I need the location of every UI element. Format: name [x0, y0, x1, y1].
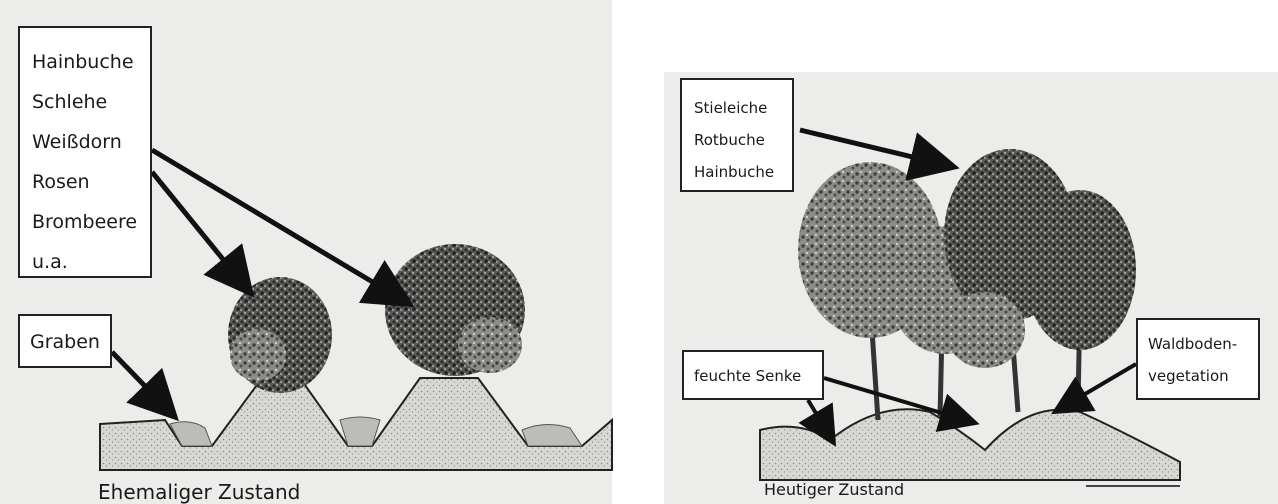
species-label: Hainbuche [694, 156, 792, 188]
left-shrub-1 [228, 277, 332, 393]
current-state-landscape [760, 130, 1180, 486]
ground-vegetation-label-box: Waldboden- vegetation [1136, 318, 1260, 400]
species-label: u.a. [32, 242, 150, 282]
species-label: Stieleiche [694, 92, 792, 124]
ground-vegetation-label: vegetation [1148, 360, 1258, 392]
species-label: Brombeere [32, 202, 150, 242]
arrow-waldboden [1058, 364, 1136, 410]
ground-vegetation-label: Waldboden- [1148, 328, 1258, 360]
depression-label: feuchte Senke [694, 364, 822, 388]
arrow-species-to-shrub-1 [152, 172, 248, 290]
species-label: Hainbuche [32, 42, 150, 82]
species-label: Rotbuche [694, 124, 792, 156]
arrow-graben [112, 352, 172, 414]
ditch-label-box: Graben [18, 314, 112, 368]
arrow-species-to-trees [800, 130, 950, 166]
current-species-label-box: Stieleiche Rotbuche Hainbuche [680, 78, 794, 192]
species-label: Schlehe [32, 82, 150, 122]
species-label: Weißdorn [32, 122, 150, 162]
species-label: Rosen [32, 162, 150, 202]
former-state-caption: Ehemaliger Zustand [98, 480, 300, 504]
depression-label-box: feuchte Senke [682, 350, 824, 400]
former-species-label-box: Hainbuche Schlehe Weißdorn Rosen Brombee… [18, 26, 152, 278]
right-tree-canopy [798, 149, 1136, 368]
ditch-label: Graben [30, 330, 110, 354]
left-shrub-2 [385, 244, 525, 376]
former-state-landscape [100, 150, 612, 470]
left-ditch-gravel-3 [522, 424, 582, 446]
current-state-caption: Heutiger Zustand [764, 480, 904, 499]
